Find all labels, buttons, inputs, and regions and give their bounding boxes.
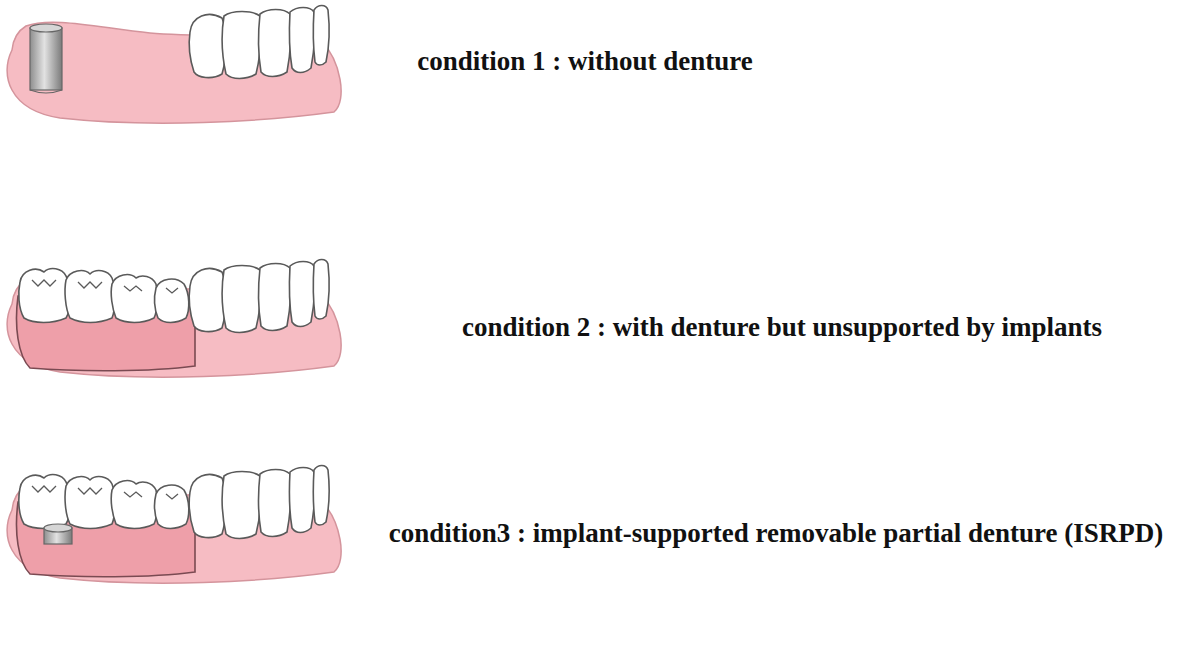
condition-label: condition 2 : with denture but unsupport… bbox=[368, 306, 1196, 348]
condition-label: condition3 : implant-supported removable… bbox=[360, 512, 1192, 554]
condition-label: condition 1 : without denture bbox=[300, 40, 870, 82]
